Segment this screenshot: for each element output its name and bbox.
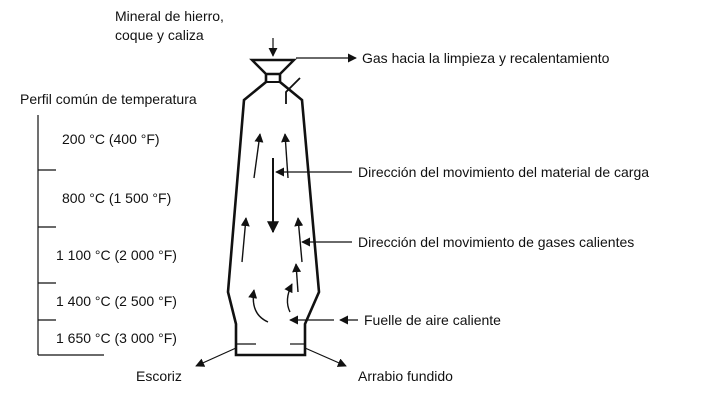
- furnace-outline: [226, 74, 321, 357]
- inputs-label-line1: Mineral de hierro,: [115, 8, 224, 24]
- temp-label-2: 800 °C (1 500 °F): [62, 190, 171, 206]
- temp-label-5: 1 650 °C (3 000 °F): [56, 330, 177, 346]
- gas-curve-arrow-right: [284, 283, 293, 313]
- temp-profile-title: Perfil común de temperatura: [20, 91, 197, 107]
- slag-label: Escoriz: [136, 368, 182, 384]
- molten-iron-label: Arrabio fundido: [358, 368, 453, 384]
- gas-up-arrow-right-middle: [294, 217, 304, 263]
- gas-up-arrow-right-small: [292, 263, 302, 293]
- gas-up-arrow-left-upper: [253, 133, 264, 179]
- gas-out-label: Gas hacia la limpieza y recalentamiento: [362, 50, 610, 66]
- gas-outlet-flue: [285, 77, 301, 104]
- iron-out-arrow: [304, 347, 347, 367]
- temp-label-1: 200 °C (400 °F): [62, 131, 160, 147]
- hot-gas-direction-label: Dirección del movimiento de gases calien…: [358, 234, 634, 250]
- charge-direction-label: Dirección del movimiento del material de…: [358, 164, 649, 180]
- temp-label-4: 1 400 °C (2 500 °F): [56, 293, 177, 309]
- gas-up-arrow-right-upper: [281, 133, 291, 179]
- hot-air-blast-label: Fuelle de aire caliente: [364, 312, 501, 328]
- inputs-label-line2: coque y caliza: [115, 27, 204, 43]
- gas-curve-arrow-left: [248, 289, 269, 323]
- charging-hopper: [249, 58, 297, 76]
- slag-out-arrow: [195, 347, 237, 367]
- temp-label-3: 1 100 °C (2 000 °F): [56, 247, 177, 263]
- gas-up-arrow-left-middle: [240, 217, 250, 263]
